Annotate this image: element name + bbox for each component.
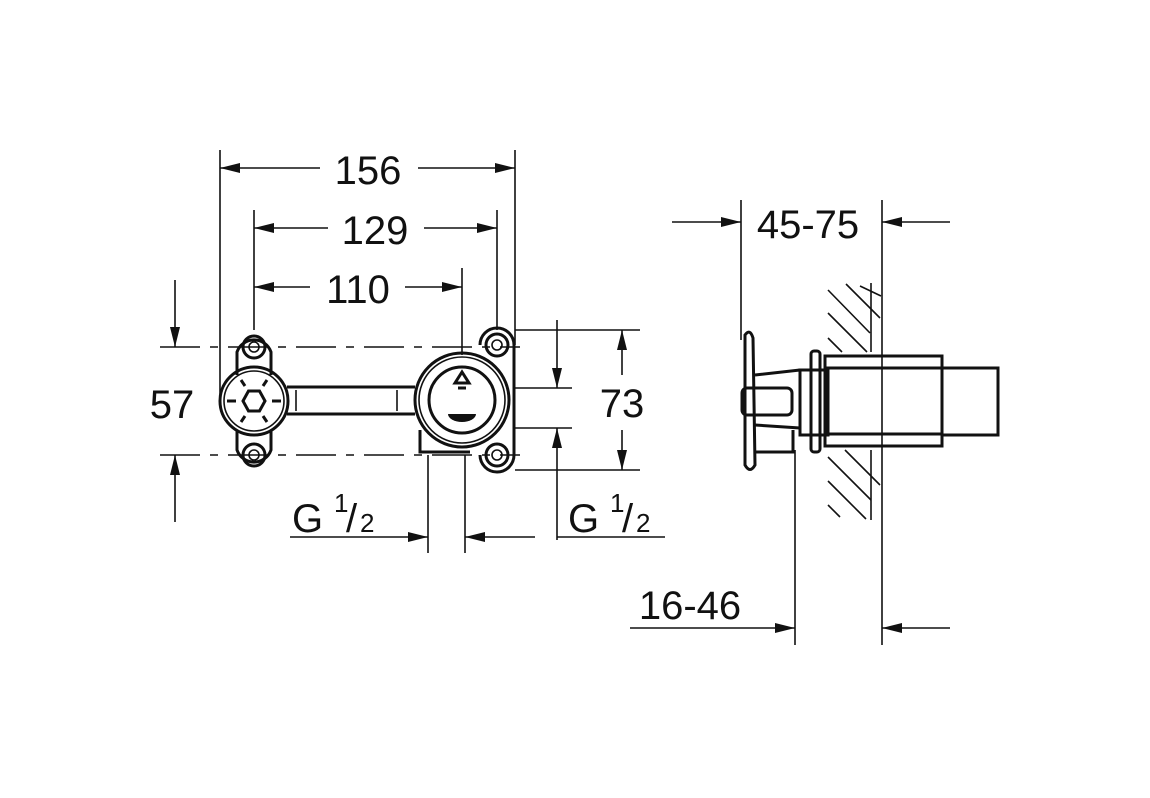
dim-label: 45-75	[757, 203, 859, 247]
dimension-73: 73	[515, 320, 644, 540]
dim-label: 156	[335, 149, 402, 193]
dimension-129: 129	[254, 209, 497, 253]
thread-slash: /	[622, 497, 634, 541]
wall-section	[827, 283, 882, 520]
dimension-16-46: 16-46	[630, 584, 950, 633]
dimension-57: 57	[150, 280, 195, 522]
front-view: 156 129 110 57	[150, 149, 665, 553]
cold-warm-icon	[452, 369, 472, 390]
thread-slash: /	[346, 497, 358, 541]
dim-label: 57	[150, 383, 195, 427]
water-icon	[448, 414, 476, 422]
thread-num: 1	[610, 488, 624, 518]
valve-body	[413, 326, 516, 474]
dimension-45-75: 45-75	[672, 203, 950, 247]
thread-den: 2	[360, 508, 374, 538]
valve-side	[740, 330, 1000, 471]
left-fitting	[218, 334, 290, 468]
dimension-156: 156	[220, 149, 515, 193]
dim-label: 129	[342, 209, 409, 253]
thread-num: 1	[334, 488, 348, 518]
connecting-pipe	[287, 385, 415, 416]
thread-dimension-right: G 1 / 2	[557, 488, 665, 541]
dim-label: 110	[326, 268, 390, 312]
dimension-110: 110	[254, 268, 462, 312]
thread-dimension-left: G 1 / 2	[290, 455, 535, 553]
thread-label: G	[568, 497, 599, 541]
thread-label: G	[292, 497, 323, 541]
thread-den: 2	[636, 508, 650, 538]
dim-label: 73	[600, 382, 645, 426]
dim-label: 16-46	[639, 584, 741, 628]
side-view: 45-75 16-46	[630, 200, 1000, 645]
